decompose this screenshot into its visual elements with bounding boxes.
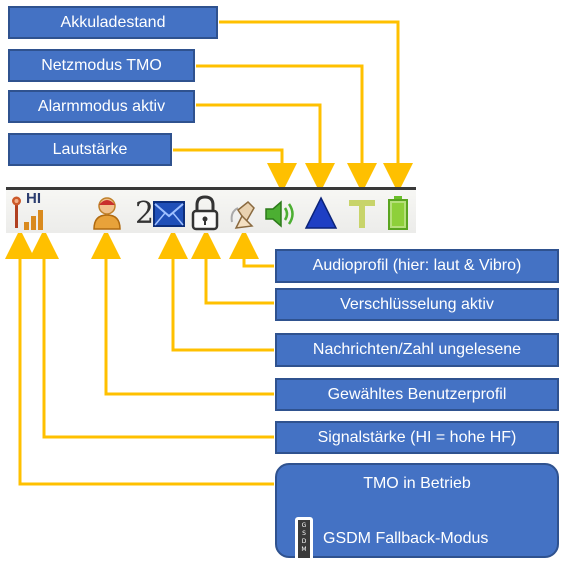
tmo-t-icon <box>349 200 375 228</box>
label-volume: Lautstärke <box>8 133 172 166</box>
gsdm-letter: S <box>302 530 306 537</box>
label-network-mode: Netzmodus TMO <box>8 49 195 82</box>
envelope-icon <box>153 201 185 227</box>
label-alarm-mode-text: Alarmmodus aktiv <box>37 97 166 115</box>
arrow-signal <box>29 229 274 439</box>
label-user-profile-text: Gewähltes Benutzerprofil <box>327 385 507 403</box>
label-signal: Signalstärke (HI = hohe HF) <box>275 421 559 454</box>
arrow-battery <box>219 20 413 193</box>
label-messages-text: Nachrichten/Zahl ungelesene <box>312 341 522 358</box>
label-battery-text: Akkuladestand <box>60 13 166 31</box>
padlock-icon <box>191 195 219 231</box>
label-network-mode-text: Netzmodus TMO <box>41 56 162 74</box>
gsdm-letter: M <box>301 546 307 553</box>
arrow-encryption <box>191 229 274 305</box>
unread-count: 2 <box>135 196 155 231</box>
arrow-alarm <box>196 103 335 193</box>
alarm-triangle-icon <box>304 196 338 229</box>
label-user-profile: Gewähltes Benutzerprofil <box>275 378 559 411</box>
arrow-tmo <box>4 229 274 486</box>
arrow-network-mode <box>196 64 377 193</box>
antenna-icon <box>12 196 21 228</box>
label-gsdm-fallback-text: GSDM Fallback-Modus <box>323 530 489 547</box>
arrow-messages <box>158 229 274 352</box>
battery-icon <box>388 196 408 230</box>
label-messages: Nachrichten/Zahl ungelesene <box>275 333 559 367</box>
speaker-icon <box>265 200 294 228</box>
audio-profile-icon <box>230 200 255 229</box>
label-alarm-mode: Alarmmodus aktiv <box>8 90 195 123</box>
arrow-audio <box>229 229 274 268</box>
signal-level-text: HI <box>26 190 41 207</box>
label-encryption-text: Verschlüsselung aktiv <box>340 295 494 313</box>
user-profile-icon <box>93 197 121 230</box>
status-bar: HI 2 <box>6 187 416 233</box>
gsdm-letter: D <box>301 538 307 545</box>
arrow-volume <box>173 148 297 193</box>
label-audio-profile-text: Audioprofil (hier: laut & Vibro) <box>312 257 522 274</box>
label-battery: Akkuladestand <box>8 6 218 39</box>
label-volume-text: Lautstärke <box>52 140 128 158</box>
label-encryption: Verschlüsselung aktiv <box>275 288 559 321</box>
arrow-user-profile <box>91 229 274 396</box>
label-audio-profile: Audioprofil (hier: laut & Vibro) <box>275 249 559 283</box>
signal-bars-icon <box>24 210 43 230</box>
gsdm-letter: G <box>301 522 307 529</box>
label-tmo-operation-text: TMO in Betrieb <box>363 475 471 492</box>
label-signal-text: Signalstärke (HI = hohe HF) <box>317 428 517 446</box>
